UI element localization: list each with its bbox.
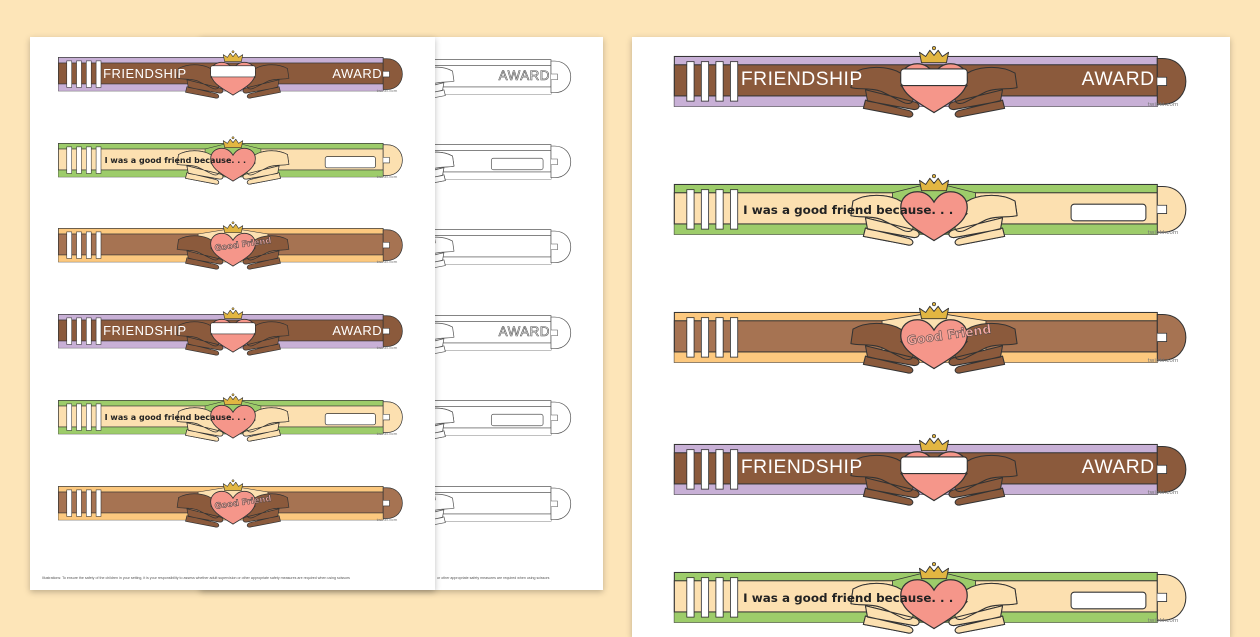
bw-sheet-footer: or other appropriate safety measures are…	[437, 576, 550, 580]
twinkl-brand: twinkl.com	[376, 344, 398, 350]
large-wristband-prompt-5: I was a good friend because. . . twinkl.c…	[650, 560, 1218, 634]
award-label: AWARD	[498, 68, 550, 84]
wristband-prompt-5: I was a good friend because. . . twinkl.c…	[42, 392, 424, 442]
good-friend-prompt: I was a good friend because. . .	[743, 590, 954, 605]
twinkl-brand: twinkl.com	[376, 430, 398, 436]
large-wristband-prompt-2: I was a good friend because. . . twinkl.c…	[650, 172, 1218, 246]
twinkl-brand: twinkl.com	[376, 87, 398, 93]
award-label: AWARD	[498, 324, 550, 340]
wristband-prompt-2: I was a good friend because. . . twinkl.c…	[42, 135, 424, 185]
friendship-label: FRIENDSHIP	[740, 457, 863, 479]
twinkl-brand: twinkl.com	[1147, 230, 1179, 237]
wristband-award-1: FRIENDSHIP AWARD twinkl.com	[42, 49, 424, 99]
friendship-label: FRIENDSHIP	[103, 65, 187, 81]
award-label: AWARD	[332, 322, 383, 338]
large-wristband-award-4: FRIENDSHIP AWARD twinkl.com	[650, 432, 1218, 506]
twinkl-brand: twinkl.com	[376, 516, 398, 522]
good-friend-prompt: I was a good friend because. . .	[104, 156, 247, 166]
award-label: AWARD	[1081, 457, 1155, 479]
twinkl-brand: twinkl.com	[1147, 102, 1179, 109]
left-sheet-footer: Illustrations: To ensure the safety of t…	[42, 576, 350, 580]
good-friend-prompt: I was a good friend because. . .	[104, 413, 247, 423]
twinkl-brand: twinkl.com	[1147, 358, 1179, 365]
twinkl-brand: twinkl.com	[1147, 490, 1179, 497]
twinkl-brand: twinkl.com	[376, 173, 398, 179]
award-label: AWARD	[332, 65, 383, 81]
twinkl-brand: twinkl.com	[1147, 618, 1179, 625]
award-label: AWARD	[1081, 69, 1155, 91]
friendship-label: FRIENDSHIP	[103, 322, 187, 338]
twinkl-brand: twinkl.com	[376, 258, 398, 264]
wristband-award-4: FRIENDSHIP AWARD twinkl.com	[42, 306, 424, 356]
friendship-label: FRIENDSHIP	[740, 69, 863, 91]
large-wristband-award-1: FRIENDSHIP AWARD twinkl.com	[650, 44, 1218, 118]
good-friend-prompt: I was a good friend because. . .	[743, 202, 954, 217]
